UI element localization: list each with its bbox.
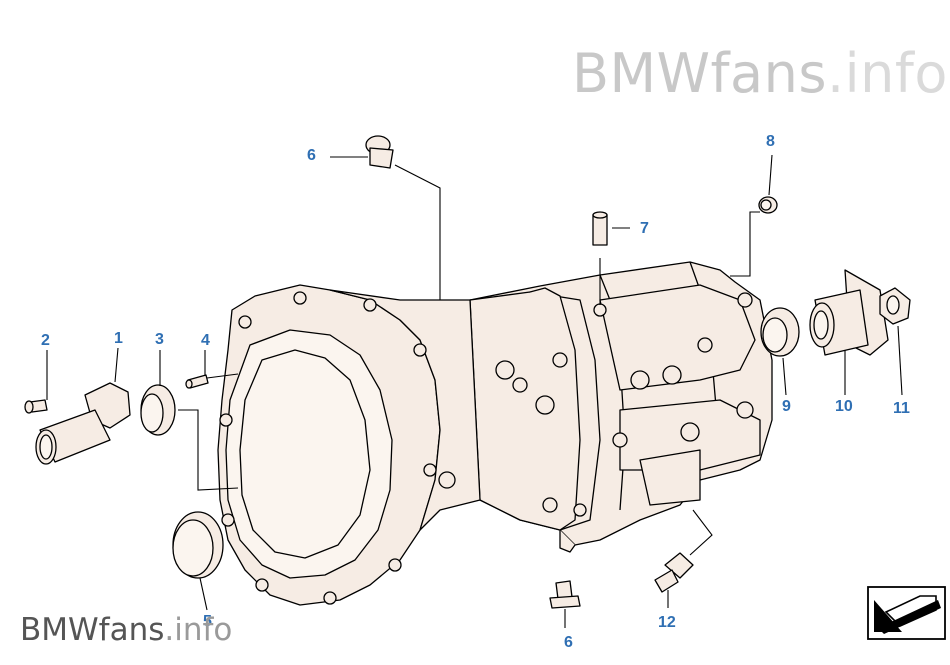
- label-10: 10: [835, 398, 853, 415]
- part-labels: 1 2 3 4 5 6 6 7 8 9 10 11 12: [41, 133, 910, 651]
- label-2: 2: [41, 332, 50, 349]
- output-flange-part: [809, 269, 889, 356]
- next-arrow-icon[interactable]: [867, 586, 946, 640]
- small-cap-part: [758, 196, 778, 214]
- label-8: 8: [766, 133, 775, 150]
- switch-part: [654, 552, 694, 593]
- label-9: 9: [782, 398, 791, 415]
- watermark-bottom: BMWfans.info: [20, 612, 233, 648]
- shaft-seal-part: [140, 384, 176, 436]
- collar-nut-part: [879, 287, 911, 325]
- guide-sleeve-part: [35, 382, 131, 465]
- watermark-top: BMWfans.info: [572, 42, 948, 105]
- label-1: 1: [114, 330, 123, 347]
- label-7: 7: [640, 220, 649, 237]
- label-6-bottom: 6: [564, 634, 573, 651]
- label-12: 12: [658, 614, 676, 631]
- pin-part: [592, 211, 608, 246]
- dowel-pin-part: [185, 374, 209, 389]
- output-seal-part: [760, 307, 800, 357]
- bolt-part: [24, 399, 48, 414]
- leader-lines: [46, 154, 903, 628]
- label-4: 4: [201, 332, 210, 349]
- label-11: 11: [893, 400, 910, 417]
- screw-plug-top-part: [365, 135, 394, 169]
- label-5: 5: [203, 613, 212, 630]
- cover-cap-part: [172, 511, 224, 579]
- label-6-top: 6: [307, 147, 316, 164]
- transmission-housing: [217, 261, 773, 606]
- label-3: 3: [155, 331, 164, 348]
- screw-plug-bottom-part: [549, 580, 581, 609]
